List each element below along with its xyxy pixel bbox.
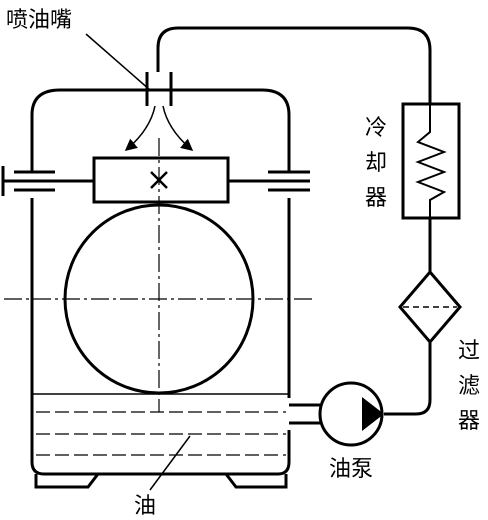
label-filter: 过 滤 器	[458, 339, 480, 434]
gear-block	[92, 156, 230, 204]
oil-nozzle	[145, 72, 173, 106]
oil-pump	[318, 381, 384, 447]
label-cooler: 冷 却 器	[365, 116, 387, 211]
spray-arrows	[124, 105, 194, 151]
label-filter-char-3: 器	[458, 409, 480, 434]
leader-lines	[85, 33, 191, 491]
label-cooler-char-3: 器	[365, 186, 387, 211]
label-filter-char-1: 过	[458, 339, 480, 364]
label-filter-char-2: 滤	[458, 374, 480, 399]
filter	[398, 269, 462, 345]
label-cooler-char-1: 冷	[365, 116, 387, 141]
oil-bath	[32, 393, 289, 456]
oil-pipe	[156, 26, 432, 425]
label-cooler-char-2: 却	[365, 151, 387, 176]
label-pump: 油泵	[329, 457, 373, 482]
label-nozzle: 喷油嘴	[6, 8, 72, 33]
shaft-assembly	[1, 166, 310, 196]
housing-feet	[34, 473, 288, 489]
center-lines	[4, 138, 314, 412]
label-oil: 油	[134, 494, 156, 519]
cooler	[401, 102, 461, 220]
